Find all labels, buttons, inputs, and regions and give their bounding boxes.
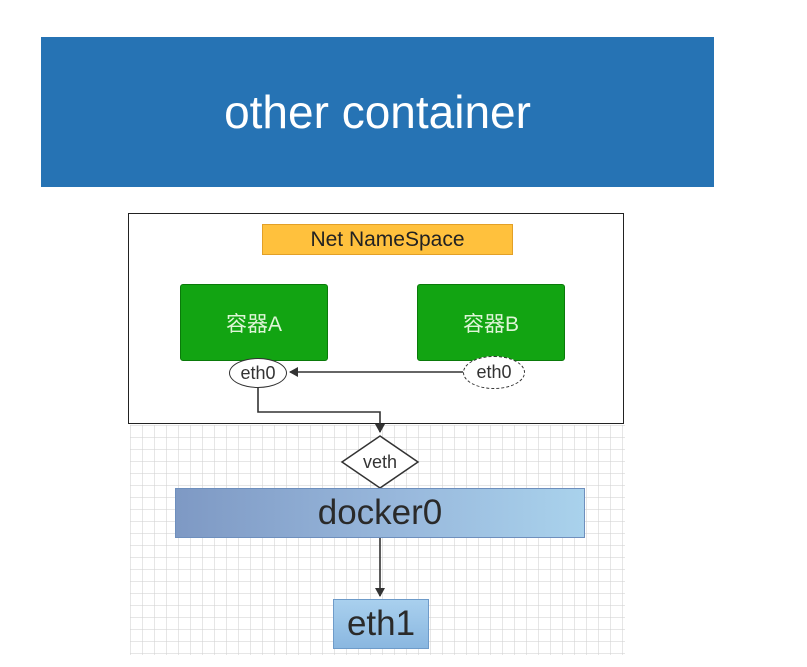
docker0-bridge: docker0 [175, 488, 585, 538]
host-eth1: eth1 [333, 599, 429, 649]
container-a-box: 容器A [180, 284, 328, 361]
container-a-eth0: eth0 [229, 358, 287, 388]
container-b-box: 容器B [417, 284, 565, 361]
veth-label: veth [362, 451, 398, 472]
container-b-label: 容器B [462, 312, 519, 336]
banner-title: other container [41, 37, 714, 187]
container-b-eth0: eth0 [463, 356, 525, 389]
net-namespace-label: Net NameSpace [262, 224, 513, 255]
container-a-label: 容器A [225, 312, 282, 336]
